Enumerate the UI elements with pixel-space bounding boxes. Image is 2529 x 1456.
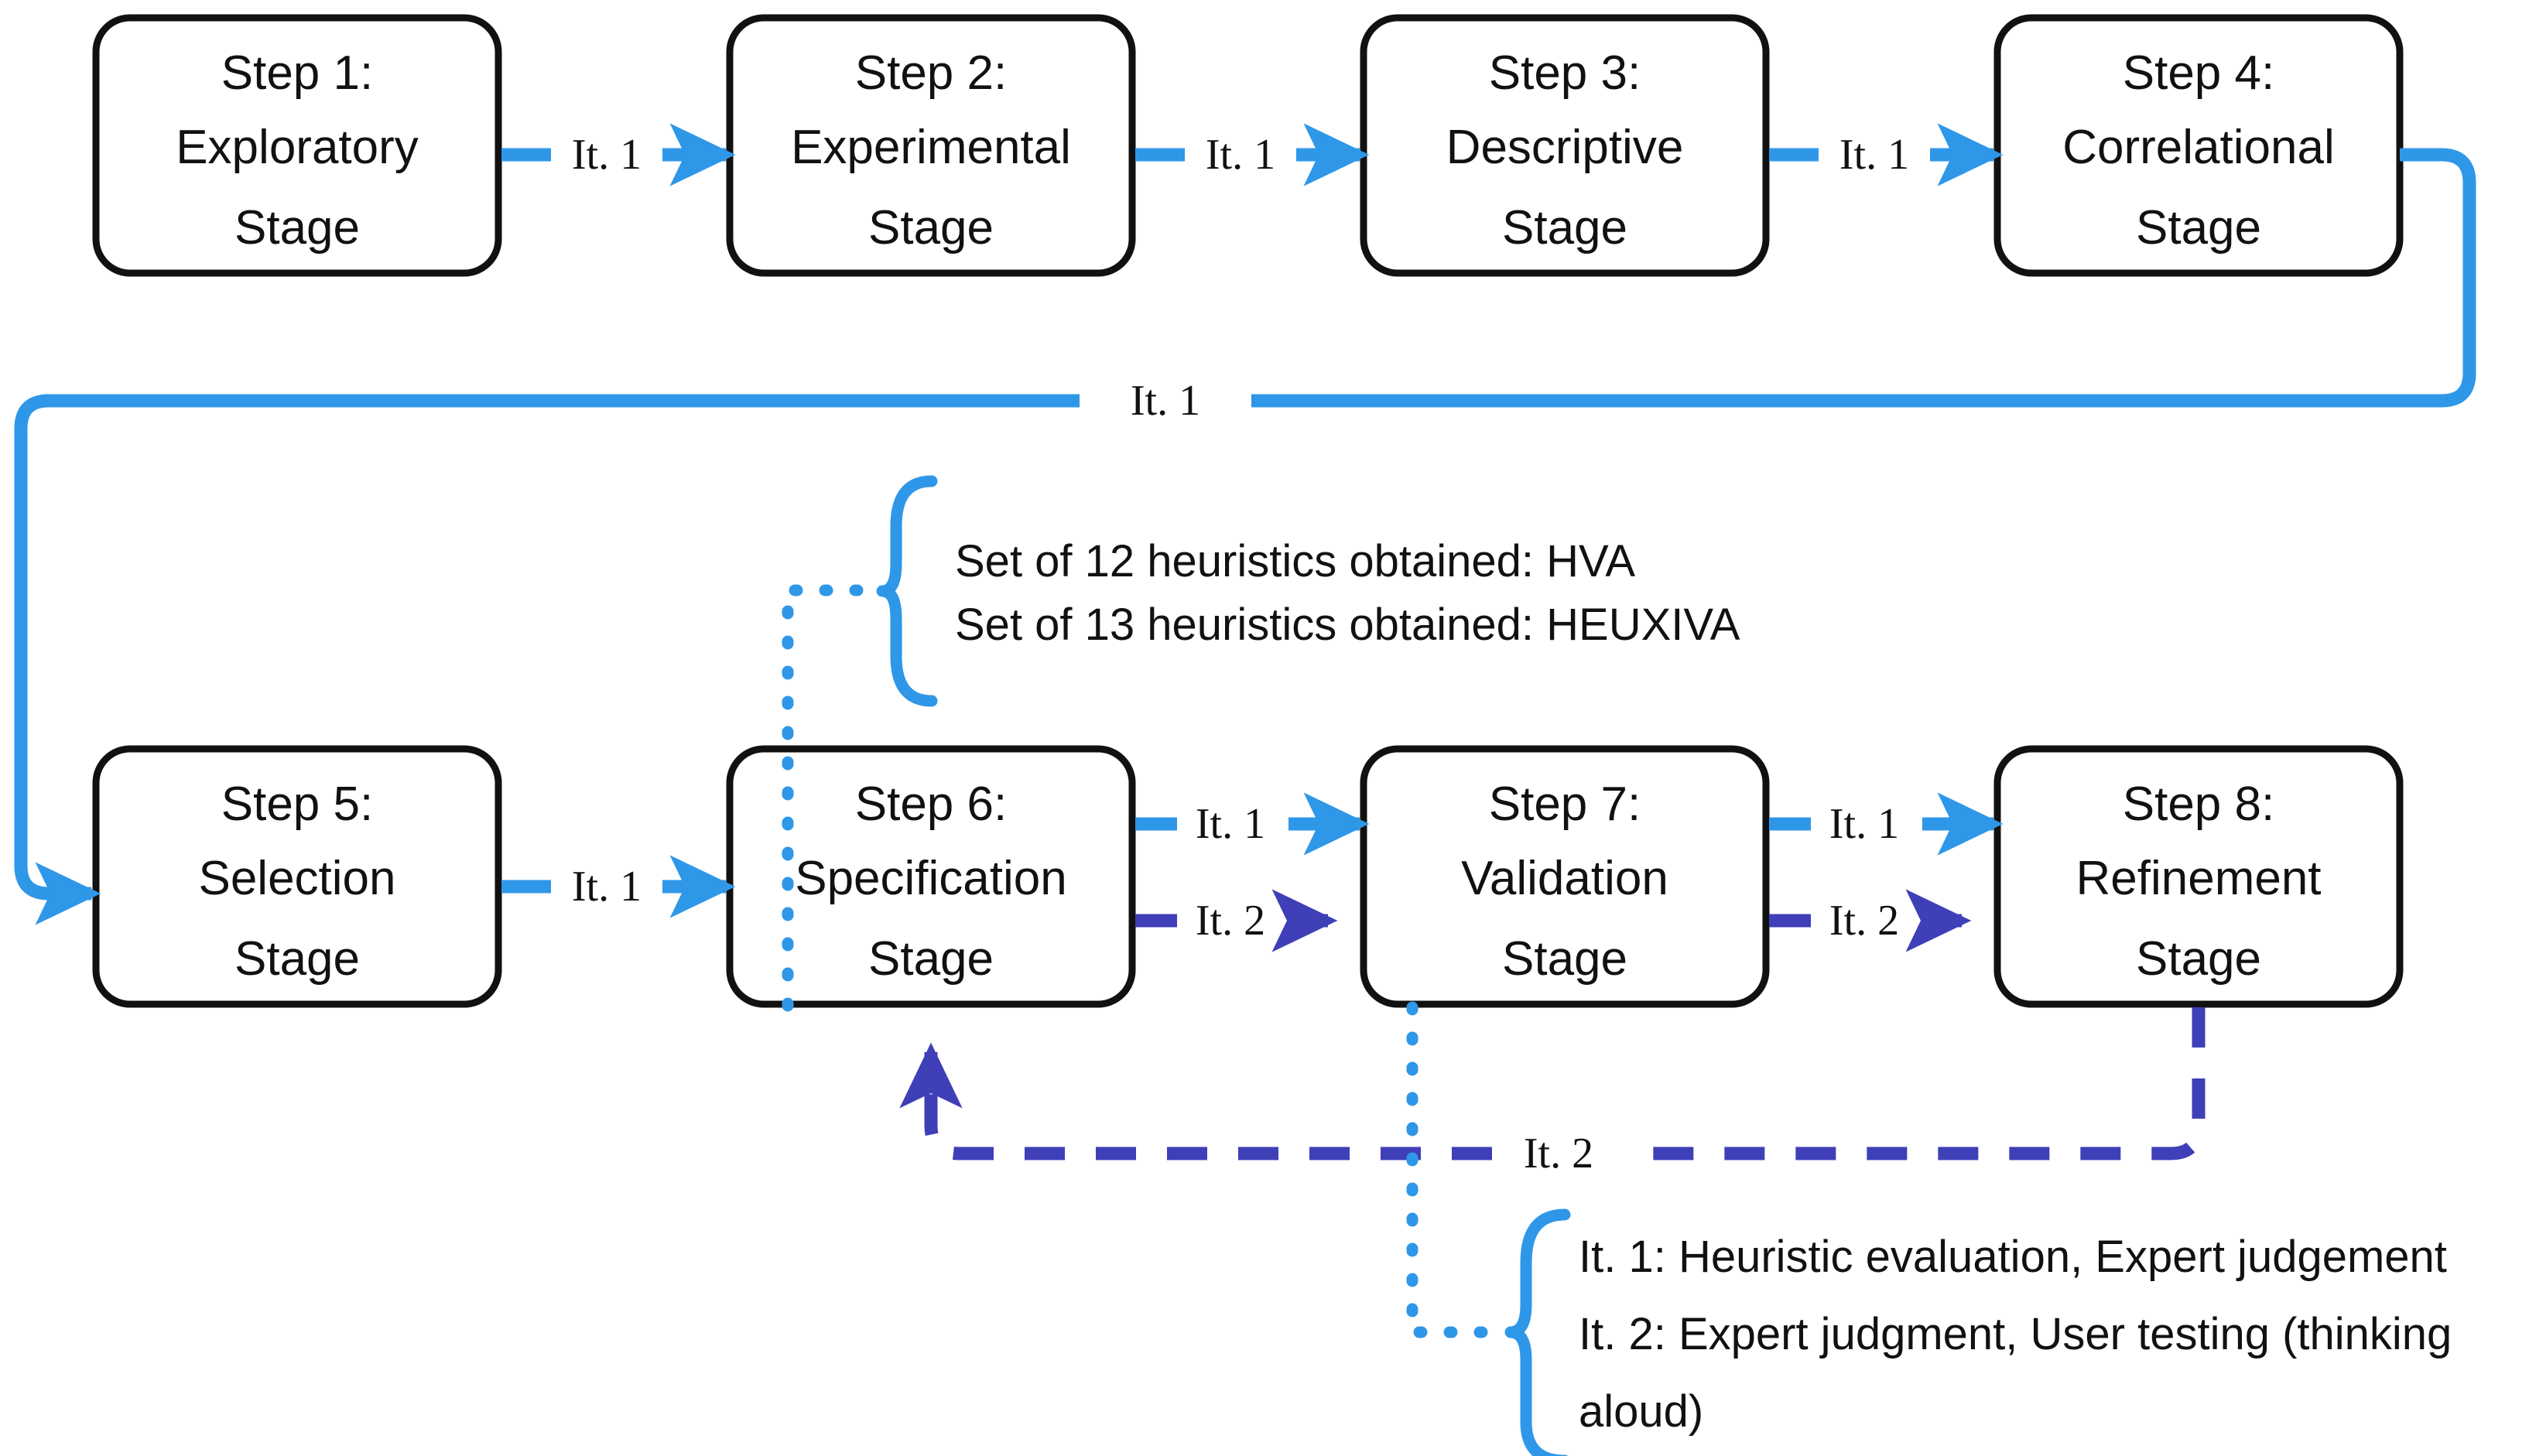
node-step1[interactable]: Step 1: Exploratory Stage [92,14,502,277]
node-label-line2: Refinement [2076,852,2321,905]
node-label-line1: Step 2: [855,46,1007,100]
note-line: aloud) [1579,1386,1703,1437]
node-step8[interactable]: Step 8: Refinement Stage [1993,745,2404,1008]
edge-step1-to-step2: It. 1 [501,123,736,186]
edge-label: It. 1 [1206,131,1275,179]
node-label-line3: Stage [234,201,360,255]
node-label-line2: Specification [795,852,1067,905]
node-label-line2: Exploratory [176,121,419,174]
node-label-line3: Stage [234,932,360,986]
note-brace-icon [1504,1208,1571,1456]
note-line: Set of 12 heuristics obtained: HVA [955,536,1635,586]
edge-step8-to-step6-feedback: It. 2 [899,1007,2206,1177]
edge-label: It. 1 [1839,131,1909,179]
node-label-line2: Descriptive [1446,121,1684,174]
node-label-line2: Experimental [791,121,1071,174]
edge-step7-to-step8-it1: It. 1 [1769,792,2004,856]
node-label-line1: Step 4: [2123,46,2274,100]
node-label-line2: Correlational [2062,121,2335,174]
edge-label: It. 1 [1829,800,1899,848]
edge-label: It. 1 [1131,377,1200,425]
edge-label: It. 2 [1524,1130,1593,1177]
node-label-line1: Step 7: [1489,778,1641,831]
node-label-line3: Stage [2136,201,2261,255]
edge-label: It. 1 [572,131,642,179]
node-label-line3: Stage [1502,932,1627,986]
node-step6[interactable]: Step 6: Specification Stage [726,745,1136,1008]
edge-label: It. 1 [572,863,642,911]
edge-step4-to-step5: It. 1 [14,148,2476,925]
node-label-line3: Stage [868,201,994,255]
edge-step6-to-step7-it2: It. 2 [1135,889,1338,952]
node-label-line1: Step 5: [221,778,373,831]
node-label-line1: Step 3: [1489,46,1641,100]
node-step7[interactable]: Step 7: Validation Stage [1360,745,1770,1008]
edge-step3-to-step4: It. 1 [1769,123,2004,186]
note-line: It. 2: Expert judgment, User testing (th… [1579,1309,2452,1359]
node-step2[interactable]: Step 2: Experimental Stage [726,14,1136,277]
note-methods: It. 1: Heuristic evaluation, Expert judg… [1406,1001,2452,1456]
note-line: It. 1: Heuristic evaluation, Expert judg… [1579,1232,2447,1282]
node-label-line1: Step 1: [221,46,373,100]
node-label-line1: Step 8: [2123,778,2274,831]
node-label-line2: Selection [198,852,395,905]
edge-step5-to-step6: It. 1 [501,855,736,918]
node-label-line3: Stage [2136,932,2261,986]
node-label-line3: Stage [1502,201,1627,255]
edge-step7-to-step8-it2: It. 2 [1769,889,1972,952]
edge-step2-to-step3: It. 1 [1135,123,1370,186]
edge-label: It. 1 [1196,800,1265,848]
note-connector-dotted [1406,1001,1515,1338]
note-heuristics: Set of 12 heuristics obtained: HVA Set o… [782,475,1740,1012]
node-label-line1: Step 6: [855,778,1007,831]
node-shape [1360,745,1770,1008]
node-step4[interactable]: Step 4: Correlational Stage [1993,14,2404,277]
note-connector-dotted [782,584,888,1012]
node-label-line3: Stage [868,932,994,986]
edge-step6-to-step7-it1: It. 1 [1135,792,1370,856]
node-shape [92,14,502,277]
edge-label: It. 2 [1196,897,1265,945]
node-step3[interactable]: Step 3: Descriptive Stage [1360,14,1770,277]
note-line: Set of 13 heuristics obtained: HEUXIVA [955,600,1740,650]
node-step5[interactable]: Step 5: Selection Stage [92,745,502,1008]
note-brace-icon [876,475,938,707]
node-shape [1993,745,2404,1008]
edge-label: It. 2 [1829,897,1899,945]
node-label-line2: Validation [1461,852,1668,905]
